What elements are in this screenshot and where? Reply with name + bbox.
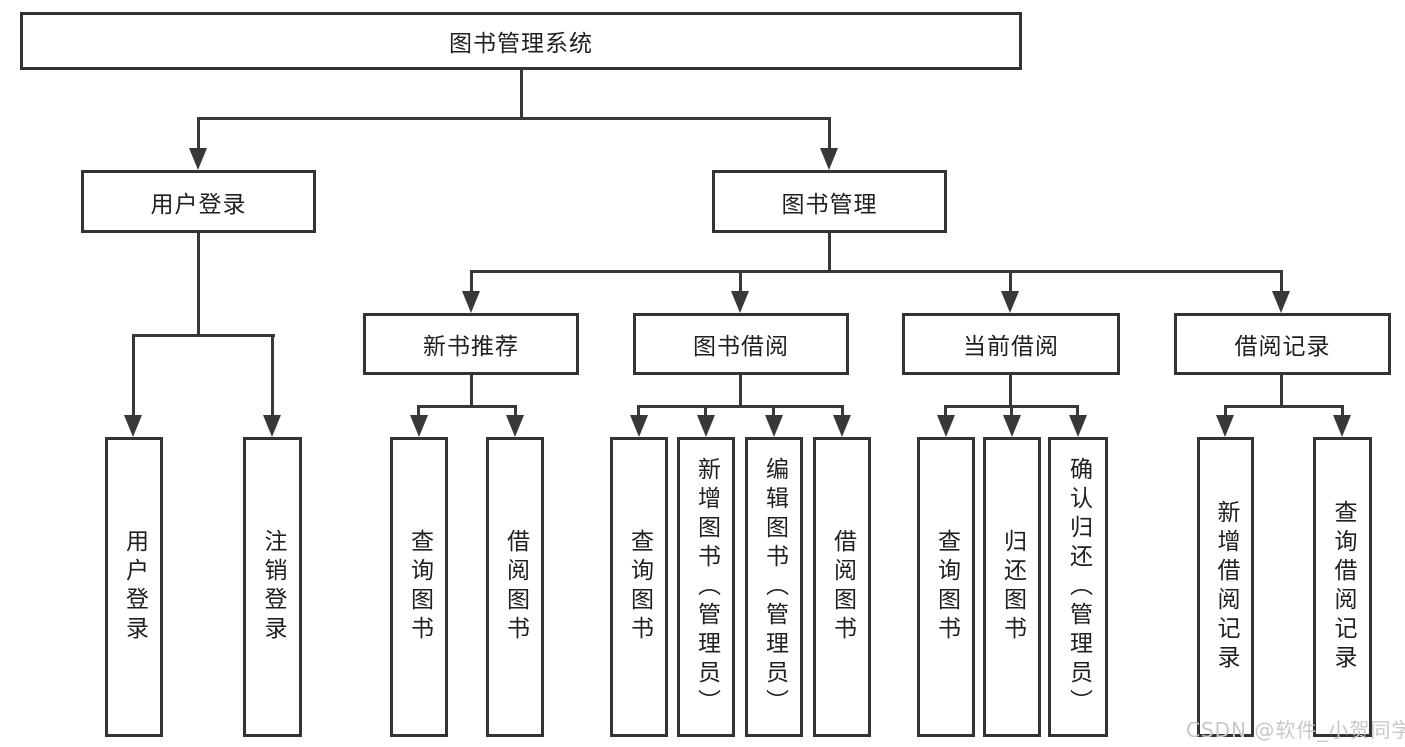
arrow-down-icon — [1003, 415, 1021, 437]
leaf-add-borrow-record: 新增借阅记录 — [1197, 437, 1254, 737]
node-new-book-recommend-label: 新书推荐 — [423, 334, 519, 360]
connector-line — [841, 405, 844, 417]
node-borrow-records-label: 借阅记录 — [1234, 334, 1331, 360]
connector-line — [772, 405, 775, 417]
connector-line — [1280, 375, 1283, 407]
arrow-down-icon — [410, 415, 428, 437]
node-current-borrow-label: 当前借阅 — [963, 334, 1059, 360]
connector-line — [739, 270, 742, 291]
arrow-down-icon — [462, 291, 480, 313]
arrow-down-icon — [765, 415, 783, 437]
leaf-add-book-admin: 新增图书（管理员） — [677, 437, 735, 737]
connector-line — [637, 405, 640, 417]
connector-line — [514, 405, 517, 417]
leaf-edit-book-admin: 编辑图书（管理员） — [745, 437, 803, 737]
leaf-user-login-label: 用户登录 — [121, 529, 148, 645]
node-user-login-label: 用户登录 — [150, 191, 247, 218]
connector-line — [1341, 405, 1344, 417]
connector-line — [1076, 405, 1079, 417]
leaf-confirm-return-admin-label: 确认归还（管理员） — [1065, 456, 1092, 718]
arrow-down-icon — [630, 415, 648, 437]
leaf-query-books-recommend: 查询图书 — [390, 437, 448, 737]
connector-line — [470, 270, 473, 291]
connector-line — [520, 69, 523, 119]
leaf-borrow-books-recommend: 借阅图书 — [486, 437, 544, 737]
connector-line — [828, 233, 831, 272]
arrow-down-icon — [1001, 291, 1019, 313]
leaf-borrow-books-label: 借阅图书 — [829, 529, 856, 645]
arrow-down-icon — [1272, 291, 1290, 313]
connector-line — [132, 334, 135, 415]
leaf-query-books-borrow: 查询图书 — [610, 437, 668, 737]
arrow-down-icon — [189, 148, 207, 170]
arrow-down-icon — [263, 415, 281, 437]
arrow-down-icon — [820, 148, 838, 170]
connector-line — [637, 405, 844, 408]
connector-line — [197, 117, 200, 150]
leaf-add-borrow-record-label: 新增借阅记录 — [1213, 500, 1239, 674]
arrow-down-icon — [1216, 415, 1234, 437]
leaf-logout-label: 注销登录 — [260, 529, 286, 645]
leaf-confirm-return-admin: 确认归还（管理员） — [1048, 437, 1108, 737]
connector-line — [1224, 405, 1344, 408]
connector-line — [1224, 405, 1227, 417]
node-borrow-records: 借阅记录 — [1174, 313, 1391, 375]
leaf-query-borrow-record: 查询借阅记录 — [1313, 437, 1372, 737]
leaf-borrow-books: 借阅图书 — [813, 437, 871, 737]
arrow-down-icon — [1333, 415, 1351, 437]
node-book-management-label: 图书管理 — [781, 191, 878, 218]
node-root-label: 图书管理系统 — [449, 31, 593, 57]
leaf-borrow-books-recommend-label: 借阅图书 — [502, 529, 529, 645]
connector-line — [197, 117, 831, 120]
leaf-logout: 注销登录 — [243, 437, 302, 737]
node-book-borrow: 图书借阅 — [633, 313, 849, 375]
node-root: 图书管理系统 — [20, 12, 1022, 70]
connector-line — [417, 405, 517, 408]
leaf-user-login: 用户登录 — [105, 437, 163, 737]
node-user-login: 用户登录 — [81, 170, 316, 233]
connector-line — [197, 233, 200, 337]
connector-line — [417, 405, 420, 417]
leaf-add-book-admin-label: 新增图书（管理员） — [693, 456, 720, 718]
leaf-return-book: 归还图书 — [983, 437, 1041, 737]
arrow-down-icon — [731, 291, 749, 313]
arrow-down-icon — [937, 415, 955, 437]
arrow-down-icon — [124, 415, 142, 437]
connector-line — [1009, 270, 1012, 291]
connector-line — [704, 405, 707, 417]
arrow-down-icon — [697, 415, 715, 437]
connector-line — [132, 334, 275, 337]
arrow-down-icon — [1069, 415, 1087, 437]
connector-line — [944, 405, 947, 417]
node-current-borrow: 当前借阅 — [902, 313, 1120, 375]
node-book-management: 图书管理 — [712, 170, 947, 233]
leaf-query-books-borrow-label: 查询图书 — [626, 529, 653, 645]
leaf-edit-book-admin-label: 编辑图书（管理员） — [761, 456, 788, 718]
node-book-borrow-label: 图书借阅 — [693, 334, 789, 360]
leaf-query-books-current: 查询图书 — [917, 437, 975, 737]
connector-line — [1280, 270, 1283, 291]
connector-line — [828, 117, 831, 150]
leaf-query-books-current-label: 查询图书 — [933, 529, 960, 645]
csdn-watermark: CSDN @软件_小贺同学 — [1186, 718, 1405, 742]
connector-line — [470, 375, 473, 407]
connector-line — [1009, 375, 1012, 407]
connector-line — [271, 334, 274, 415]
arrow-down-icon — [833, 415, 851, 437]
connector-line — [739, 375, 742, 407]
connector-line — [470, 270, 1282, 273]
node-new-book-recommend: 新书推荐 — [363, 313, 579, 375]
arrow-down-icon — [506, 415, 524, 437]
leaf-query-borrow-record-label: 查询借阅记录 — [1330, 500, 1356, 674]
leaf-query-books-recommend-label: 查询图书 — [406, 529, 433, 645]
leaf-return-book-label: 归还图书 — [999, 529, 1026, 645]
connector-line — [1010, 405, 1013, 417]
